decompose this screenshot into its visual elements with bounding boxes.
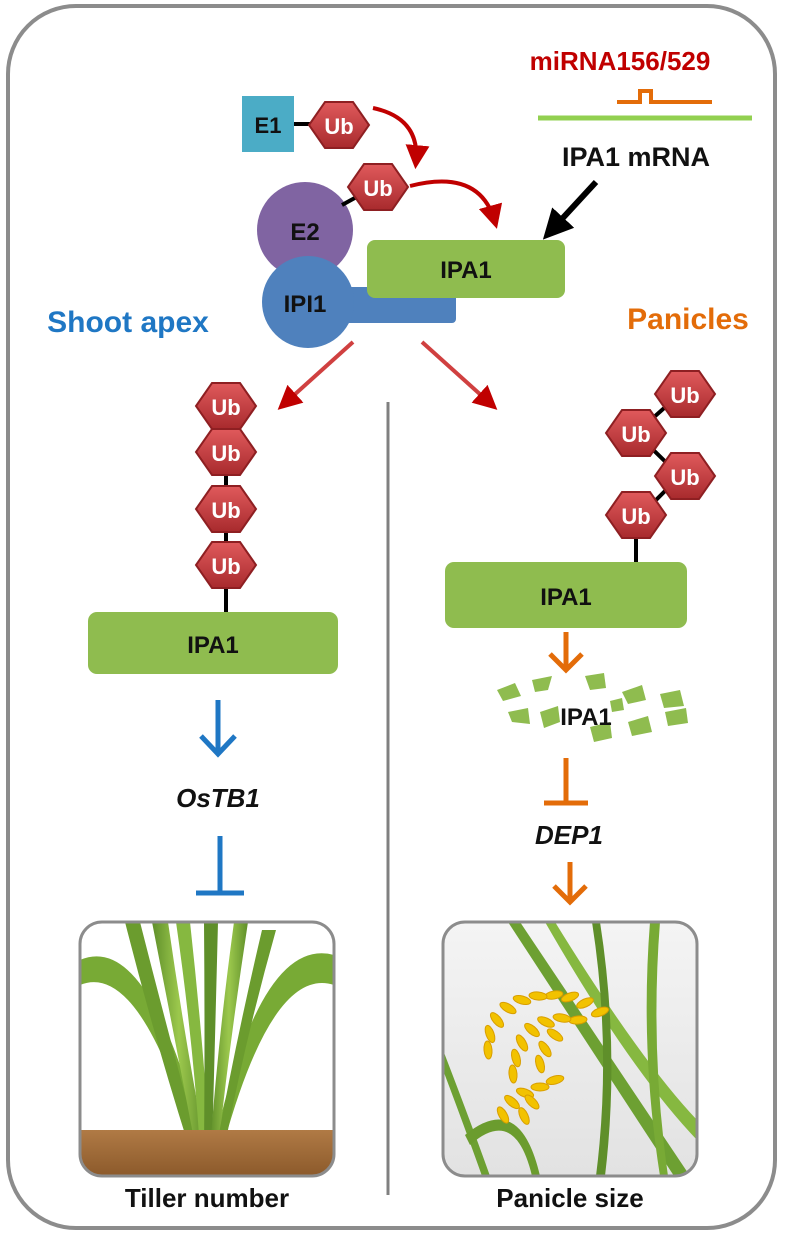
panicle-illustration	[441, 920, 699, 1178]
degradation-arrow	[548, 632, 584, 674]
ub-tag-right-2: Ub	[604, 409, 668, 457]
ipi1-label: IPI1	[284, 291, 327, 318]
svg-text:Ub: Ub	[211, 441, 240, 466]
ipa1-top-box	[367, 240, 565, 298]
svg-text:Ub: Ub	[621, 422, 650, 447]
svg-text:Ub: Ub	[621, 504, 650, 529]
branch-arrow-right	[420, 340, 498, 410]
svg-text:Ub: Ub	[363, 176, 392, 201]
activation-arrow-left	[199, 700, 237, 758]
ub-transfer-arrow-1	[372, 106, 430, 170]
svg-text:Ub: Ub	[211, 498, 240, 523]
inhibition-bar-right	[544, 758, 588, 806]
ostb1-gene-label: OsTB1	[176, 783, 260, 813]
ub-tag-right-3: Ub	[653, 452, 717, 500]
ipa1-left-label: IPA1	[187, 632, 239, 659]
translation-arrow	[542, 179, 599, 240]
ipa1-top-label: IPA1	[440, 257, 492, 284]
mirna-label: miRNA156/529	[530, 46, 711, 76]
panicles-title: Panicles	[627, 303, 749, 336]
ipa1-right-box	[445, 562, 687, 628]
ub-tag-right-1: Ub	[653, 370, 717, 418]
degraded-ipa1-fragments	[497, 673, 688, 742]
activation-arrow-right	[552, 862, 588, 906]
panicle-size-label: Panicle size	[496, 1183, 643, 1213]
e1-label: E1	[255, 113, 282, 138]
ub-tag-left-3: Ub	[194, 485, 258, 533]
svg-text:Ub: Ub	[670, 383, 699, 408]
ipa1-degraded-label: IPA1	[560, 704, 612, 731]
ipa1-right-label: IPA1	[540, 584, 592, 611]
ub-tag-left-1: Ub	[194, 382, 258, 430]
inhibition-bar-left	[196, 836, 244, 896]
shoot-apex-title: Shoot apex	[47, 306, 209, 339]
ipi1-circle	[262, 256, 354, 348]
tiller-illustration	[78, 920, 336, 1178]
svg-text:Ub: Ub	[324, 114, 353, 139]
mrna-label: IPA1 mRNA	[562, 142, 710, 172]
ub-tag-e2: Ub	[346, 163, 410, 211]
ub-tag-left-4: Ub	[194, 541, 258, 589]
svg-text:Ub: Ub	[211, 554, 240, 579]
ub-tag-right-4: Ub	[604, 491, 668, 539]
e2-label: E2	[290, 219, 319, 246]
ub-tag-left-2: Ub	[194, 428, 258, 476]
ipa1-left-box	[88, 612, 338, 674]
ub-tag-e1: Ub	[307, 101, 371, 149]
ub-transfer-arrow-2	[409, 179, 503, 229]
svg-text:Ub: Ub	[211, 395, 240, 420]
tiller-number-label: Tiller number	[125, 1183, 289, 1213]
dep1-gene-label: DEP1	[535, 820, 603, 850]
branch-arrow-left	[277, 340, 355, 410]
svg-text:Ub: Ub	[670, 465, 699, 490]
e2-circle	[257, 182, 353, 278]
e1-box	[242, 96, 294, 152]
mirna-binding-line	[617, 89, 712, 104]
